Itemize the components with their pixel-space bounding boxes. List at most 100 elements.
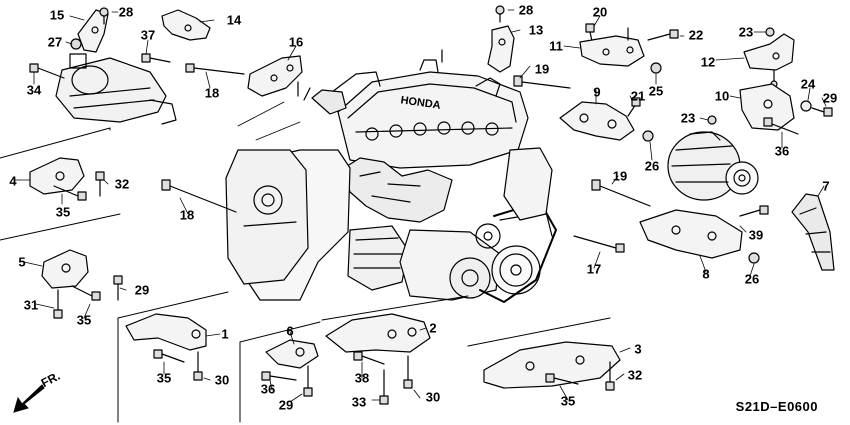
callout-37: 37 xyxy=(140,27,156,43)
callout-29: 29 xyxy=(822,90,838,106)
bolt-38-icon xyxy=(353,351,385,365)
nut-27-icon xyxy=(70,38,82,50)
bolt-17-icon xyxy=(573,235,625,253)
callout-35: 35 xyxy=(560,393,576,409)
callout-38: 38 xyxy=(354,370,370,386)
callout-8: 8 xyxy=(702,266,710,282)
bolt-29a-icon xyxy=(811,107,833,117)
callout-36: 36 xyxy=(260,381,276,397)
callout-34: 34 xyxy=(26,82,42,98)
bolt-33-icon xyxy=(379,369,389,405)
callout-24: 24 xyxy=(800,76,816,92)
bracket-8 xyxy=(639,209,743,259)
callout-26: 26 xyxy=(644,158,660,174)
callout-18: 18 xyxy=(179,207,195,223)
callout-15: 15 xyxy=(49,7,65,23)
diagram-code: S21D–E0600 xyxy=(735,399,818,414)
front-arrow-icon xyxy=(13,384,45,413)
callout-5: 5 xyxy=(18,254,26,270)
callout-31: 31 xyxy=(23,297,39,313)
bolt-29b-icon xyxy=(113,275,123,301)
callout-30: 30 xyxy=(214,372,230,388)
bolt-28-icon xyxy=(99,7,109,25)
callout-25: 25 xyxy=(648,83,664,99)
svg-text:HONDA: HONDA xyxy=(400,94,442,112)
bolt-31-icon xyxy=(53,289,63,319)
nut-23a-icon xyxy=(765,27,775,37)
bolt-32a-icon xyxy=(95,171,105,197)
callout-6: 6 xyxy=(286,323,294,339)
bolt-30a-icon xyxy=(193,351,203,381)
bolt-36a-icon xyxy=(763,117,799,135)
bolt-19b-icon xyxy=(591,179,651,207)
callout-26: 26 xyxy=(744,271,760,287)
bolt-22-icon xyxy=(647,29,679,41)
callout-9: 9 xyxy=(593,84,601,100)
callout-3: 3 xyxy=(634,341,642,357)
callout-20: 20 xyxy=(592,4,608,20)
bolt-37-icon xyxy=(141,53,171,63)
callout-33: 33 xyxy=(351,394,367,410)
callout-16: 16 xyxy=(288,34,304,50)
bolt-35a-icon xyxy=(53,185,87,201)
bracket-2 xyxy=(325,313,431,353)
callout-30: 30 xyxy=(425,389,441,405)
callout-29: 29 xyxy=(278,397,294,413)
bracket-9 xyxy=(559,101,635,141)
callout-32: 32 xyxy=(627,367,643,383)
callout-2: 2 xyxy=(429,320,437,336)
bracket-6 xyxy=(265,339,319,369)
bracket-15 xyxy=(77,9,109,53)
bolt-18a-icon xyxy=(185,63,245,75)
callout-12: 12 xyxy=(700,54,716,70)
callout-17: 17 xyxy=(586,261,602,277)
callout-23: 23 xyxy=(738,24,754,40)
bolt-35c-icon xyxy=(153,349,185,363)
callout-10: 10 xyxy=(714,88,730,104)
callout-13: 13 xyxy=(528,22,544,38)
bolt-19a-icon xyxy=(513,75,571,89)
callout-14: 14 xyxy=(226,12,242,28)
nut-26b-icon xyxy=(748,252,760,264)
bracket-4 xyxy=(29,157,85,195)
nut-26a-icon xyxy=(642,130,654,142)
nut-23b-icon xyxy=(707,115,717,125)
bolt-36b-icon xyxy=(261,371,297,381)
bracket-11 xyxy=(579,35,645,67)
callout-19: 19 xyxy=(612,168,628,184)
callout-22: 22 xyxy=(688,27,704,43)
washer-24-icon xyxy=(800,100,812,112)
bolt-35d-icon xyxy=(545,373,579,385)
bracket-14 xyxy=(161,9,211,41)
bolt-32b-icon xyxy=(605,361,615,391)
nut-25-icon xyxy=(650,62,662,74)
bolt-30b-icon xyxy=(403,355,413,389)
callout-27: 27 xyxy=(47,34,63,50)
callout-36: 36 xyxy=(774,143,790,159)
callout-28: 28 xyxy=(518,2,534,18)
callout-1: 1 xyxy=(221,326,229,342)
callout-35: 35 xyxy=(55,204,71,220)
bolt-28b-icon xyxy=(495,5,505,23)
bracket-12 xyxy=(743,33,795,71)
callout-35: 35 xyxy=(76,312,92,328)
callout-4: 4 xyxy=(9,173,17,189)
bolt-21-icon xyxy=(627,97,641,117)
callout-35: 35 xyxy=(156,370,172,386)
callout-21: 21 xyxy=(630,88,646,104)
callout-18: 18 xyxy=(204,85,220,101)
bolt-29c-icon xyxy=(303,365,313,397)
bracket-5 xyxy=(41,249,89,289)
callout-39: 39 xyxy=(748,227,764,243)
callout-19: 19 xyxy=(534,61,550,77)
starter-motor xyxy=(55,53,177,125)
callout-32: 32 xyxy=(114,176,130,192)
callout-28: 28 xyxy=(118,4,134,20)
callout-7: 7 xyxy=(822,178,830,194)
callout-11: 11 xyxy=(549,38,563,54)
bolt-39-icon xyxy=(739,205,769,217)
bracket-1 xyxy=(125,313,207,351)
engine-assembly: HONDA xyxy=(225,49,557,303)
belt-7 xyxy=(791,193,835,271)
callout-29: 29 xyxy=(134,282,150,298)
